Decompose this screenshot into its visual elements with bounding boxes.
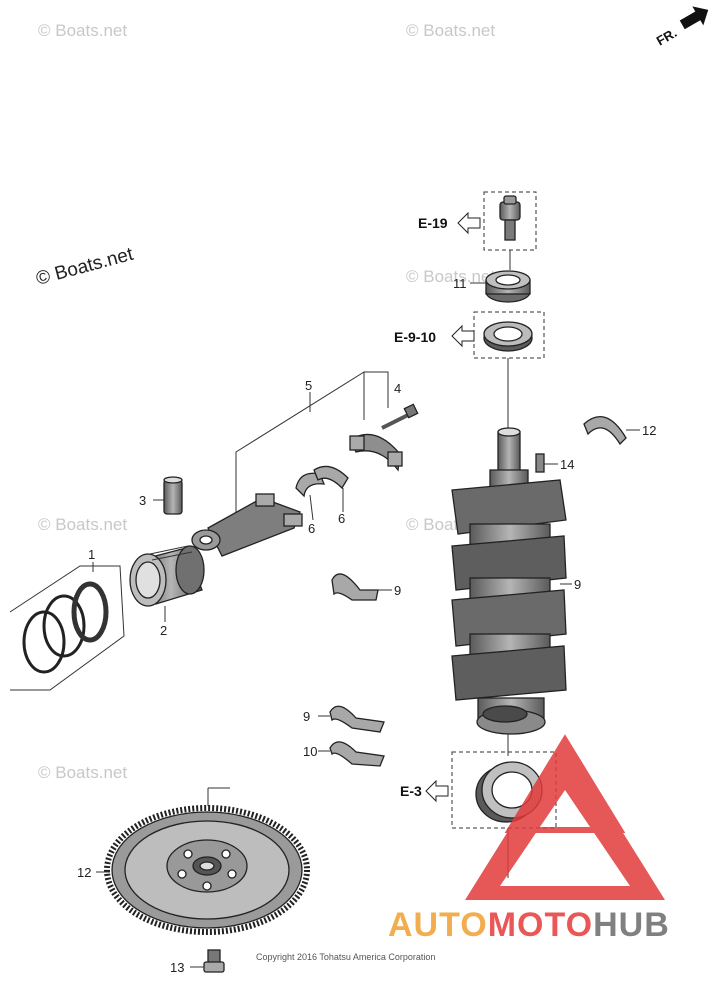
part-11-bearing xyxy=(485,270,531,303)
hollow-arrow-left-icon xyxy=(457,211,481,235)
part-10-half-ring xyxy=(583,415,627,446)
copyright-text: Copyright 2016 Tohatsu America Corporati… xyxy=(256,952,435,962)
part-2-piston xyxy=(129,545,205,607)
callout-9[interactable]: 10 xyxy=(303,744,317,759)
reference-e9-10-group: E-9-10 xyxy=(394,311,545,359)
rod-cap xyxy=(349,433,403,472)
part-12-flywheel xyxy=(104,787,310,935)
part-13-flywheel-bolt xyxy=(203,949,225,973)
callout-6[interactable]: 6 xyxy=(338,511,345,526)
callout-6[interactable]: 6 xyxy=(308,521,315,536)
arrow-right-icon xyxy=(679,6,709,30)
callout-9[interactable]: 9 xyxy=(303,709,310,724)
inner-triangle-icon xyxy=(504,734,626,833)
brand-part-moto: MOTO xyxy=(488,906,593,944)
part-3-piston-pin xyxy=(163,476,183,515)
part-4-cap-bolt xyxy=(381,403,419,430)
reference-label[interactable]: E-3 xyxy=(400,783,422,799)
svg-text:AUTOMOTOHUB: AUTOMOTOHUB xyxy=(388,906,670,944)
connecting-rod xyxy=(191,493,303,557)
hollow-arrow-left-icon xyxy=(451,324,475,348)
part-7-crankshaft xyxy=(451,427,567,735)
callout-8[interactable]: 9 xyxy=(394,583,401,598)
dashed-box xyxy=(473,311,545,359)
bolt-thread xyxy=(504,219,516,241)
callout-14[interactable]: 14 xyxy=(560,457,574,472)
watermarks: © Boats.net © Boats.net © Boats.net © Bo… xyxy=(34,21,495,782)
part-14-woodruff-key xyxy=(535,453,545,473)
triangle-logo-icon xyxy=(465,740,665,900)
front-direction-indicator: FR. xyxy=(654,6,709,49)
bolt-cap xyxy=(503,195,517,205)
watermark-text: © Boats.net xyxy=(406,21,495,40)
callout-11[interactable]: 11 xyxy=(453,276,467,291)
callout-7[interactable]: 9 xyxy=(574,577,581,592)
reference-e19-group: E-19 xyxy=(418,191,537,251)
bolt-head xyxy=(499,201,521,221)
watermark-text: © Boats.net xyxy=(406,267,495,286)
direction-label: FR. xyxy=(654,25,680,48)
callout-12[interactable]: 12 xyxy=(77,865,91,880)
brand-part-auto: AUTO xyxy=(388,906,488,944)
callout-2[interactable]: 2 xyxy=(160,623,167,638)
brand-part-hub: HUB xyxy=(593,906,670,944)
reference-label[interactable]: E-19 xyxy=(418,215,448,231)
callout-10[interactable]: 12 xyxy=(642,423,656,438)
reference-label[interactable]: E-9-10 xyxy=(394,329,436,345)
automotohub-logo: AUTOMOTOHUB xyxy=(388,734,670,944)
hollow-arrow-left-icon xyxy=(425,779,449,803)
part-1-piston-rings xyxy=(9,565,125,691)
callout-13[interactable]: 13 xyxy=(170,960,184,975)
callout-5-bracket xyxy=(235,371,389,545)
part-9-thrust-bearing-lower xyxy=(329,741,385,767)
watermark-text: © Boats.net xyxy=(38,515,127,534)
callout-5[interactable]: 5 xyxy=(305,378,312,393)
watermark-text: © Boats.net xyxy=(38,763,127,782)
callout-1[interactable]: 1 xyxy=(88,547,95,562)
watermark-text-dark: © Boats.net xyxy=(34,244,136,290)
part-9-thrust-bearing-upper xyxy=(329,705,385,733)
callout-4[interactable]: 4 xyxy=(394,381,401,396)
part-8-main-bearing xyxy=(331,573,379,601)
callout-3[interactable]: 3 xyxy=(139,493,146,508)
part-6-rod-bearing-lower xyxy=(313,465,349,490)
watermark-text: © Boats.net xyxy=(38,21,127,40)
